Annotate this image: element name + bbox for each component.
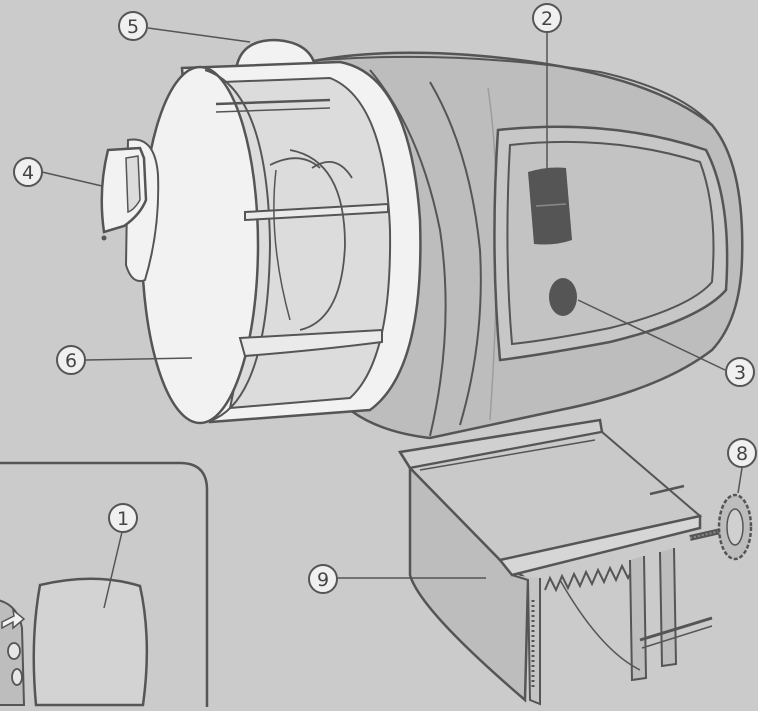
callout-5-label: 5 (127, 16, 139, 38)
callout-5: 5 (118, 11, 148, 41)
feed-button (549, 278, 577, 316)
battery-cover (32, 577, 149, 707)
inset-panel (0, 461, 209, 711)
callout-3: 3 (725, 357, 755, 387)
callout-9: 9 (308, 564, 338, 594)
callout-2: 2 (532, 3, 562, 33)
leader-lines (41, 27, 743, 609)
callout-8-label: 8 (736, 443, 748, 465)
display-window (528, 167, 572, 245)
callout-2-label: 2 (541, 8, 553, 30)
callout-6-label: 6 (65, 350, 77, 372)
callout-1-label: 1 (117, 508, 129, 530)
drum-lid-latch (100, 138, 160, 282)
adjustment-wheel (717, 493, 753, 561)
callout-6: 6 (56, 345, 86, 375)
battery-contacts (0, 599, 26, 706)
callout-3-label: 3 (734, 362, 746, 384)
food-drum (100, 60, 422, 425)
mounting-clamp (397, 418, 753, 706)
clamp-teeth (531, 563, 641, 690)
callout-4-label: 4 (22, 162, 34, 184)
callout-8: 8 (727, 438, 757, 468)
callouts: 5 2 4 6 3 8 1 9 (13, 3, 757, 594)
callout-1: 1 (108, 503, 138, 533)
callout-9-label: 9 (317, 569, 329, 591)
callout-4: 4 (13, 157, 43, 187)
control-panel (493, 125, 729, 362)
